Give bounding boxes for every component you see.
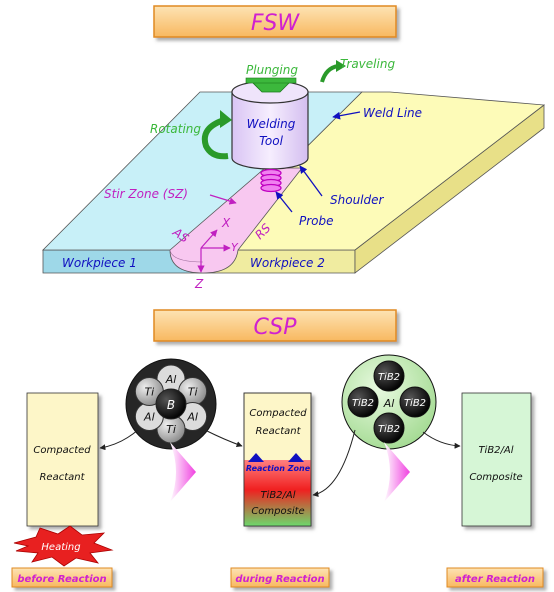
product-particle-tib2 [373, 412, 405, 444]
compacted-reactant-box: Compacted Reactant [26, 392, 99, 527]
axis-x-label: X [221, 216, 231, 230]
stir-zone-pointer [209, 194, 237, 205]
heating-label: Heating [41, 542, 80, 553]
probe-pointer [275, 191, 293, 213]
shoulder-pointer [299, 165, 323, 197]
box2-line1: Compacted [249, 408, 307, 419]
probe-label: Probe [299, 214, 334, 228]
reactant-center-label: B [167, 398, 175, 412]
reaction-up-arrow-right [288, 453, 304, 462]
fsw-title: FSW [251, 11, 301, 36]
weld-line-arrow [332, 111, 361, 120]
box2-line3: TiB2/Al [260, 490, 295, 501]
product-particle-label: TiB2 [378, 424, 400, 435]
rotating-arrow [201, 110, 232, 160]
connector-circle2-to-box3 [422, 431, 461, 449]
tool-label-line1: Welding [247, 117, 296, 131]
product-particle-label: TiB2 [378, 372, 400, 383]
reactant-particle-label: Ti [188, 386, 198, 399]
probe-spring [260, 168, 282, 193]
traveling-label: Traveling [340, 57, 395, 71]
composite-box: TiB2/Al Composite [461, 392, 532, 527]
weld-line-label: Weld Line [363, 106, 422, 120]
tool-label-line2: Tool [259, 134, 284, 148]
box1-line1: Compacted [33, 445, 91, 456]
axis-y-label: Y [231, 241, 239, 254]
reactant-particle-label: Al [186, 411, 198, 424]
connector-circle1-to-box2 [204, 429, 243, 448]
box2-line4: Composite [251, 506, 304, 517]
box3-line1: TiB2/Al [478, 445, 513, 456]
stir-zone [169, 167, 303, 274]
reactant-particle-label: Ti [144, 386, 154, 399]
traveling-arrow [320, 60, 346, 83]
plunging-label: Plunging [246, 63, 298, 77]
stage1-label: before Reaction [17, 574, 106, 585]
stage3-label: after Reaction [455, 574, 535, 585]
csp-title: CSP [253, 315, 297, 340]
shoulder-label: Shoulder [330, 193, 385, 207]
box2-line2: Reactant [255, 426, 301, 437]
reaction-zone-label: Reaction Zone [246, 464, 311, 473]
stage-label-before: before Reaction [11, 567, 113, 588]
box1-line2: Reactant [39, 472, 85, 483]
product-center-label: Al [383, 397, 395, 410]
connector-circle2-to-box2 [312, 429, 356, 497]
stage-label-during: during Reaction [230, 567, 330, 588]
progress-chevron-2 [384, 442, 410, 502]
stir-zone-label: Stir Zone (SZ) [104, 187, 188, 201]
stage2-label: during Reaction [235, 574, 324, 585]
stage-label-after: after Reaction [446, 567, 544, 588]
product-particle-label: TiB2 [404, 398, 426, 409]
workpiece1-label: Workpiece 1 [62, 256, 137, 270]
reactant-particle-label: Al [165, 373, 177, 386]
reactant-particle-label: Ti [166, 423, 176, 436]
axis-z-label: Z [194, 277, 204, 291]
heating-burst: Heating [13, 525, 114, 567]
connector-circle1-to-box1 [99, 429, 139, 451]
reaction-up-arrow-left [248, 453, 264, 462]
progress-chevron-1 [170, 442, 196, 502]
rotating-label: Rotating [150, 122, 201, 136]
fsw-title-box: FSW [153, 5, 397, 38]
csp-title-box: CSP [153, 309, 397, 342]
reacting-box: Compacted Reactant Reaction Zone TiB2/Al… [243, 392, 312, 527]
coordinate-axes [197, 229, 231, 273]
product-particle-tib2 [373, 360, 405, 392]
welding-tool: Welding Tool [231, 80, 309, 170]
reactant-particle-label: Al [143, 411, 155, 424]
plunging-arrow [245, 77, 297, 93]
workpiece2-label: Workpiece 2 [250, 256, 325, 270]
box3-line2: Composite [469, 472, 522, 483]
product-particle-tib2 [399, 386, 431, 418]
product-particle-tib2 [347, 386, 379, 418]
product-particle-label: TiB2 [352, 398, 374, 409]
